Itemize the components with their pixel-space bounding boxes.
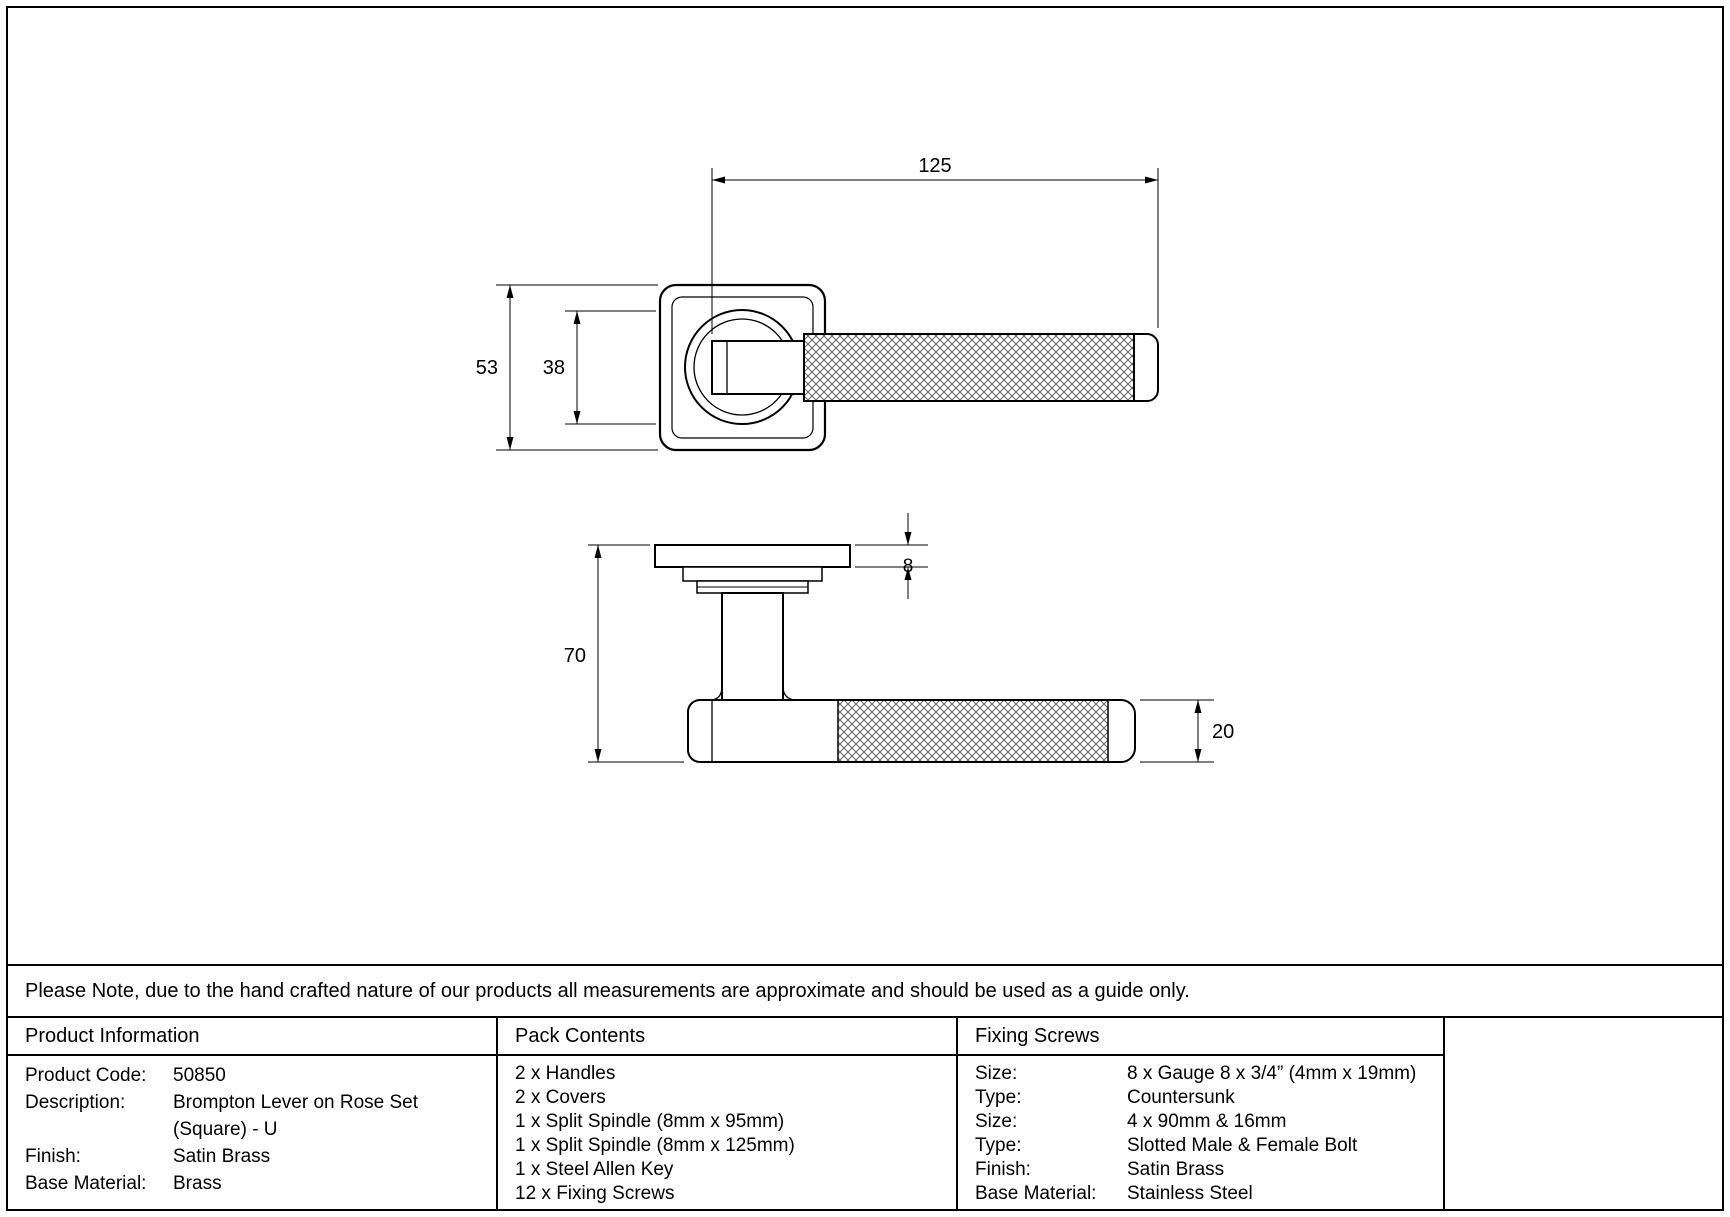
table-row: Base Material: Brass (25, 1170, 488, 1197)
table-row: Product Code: 50850 (25, 1062, 488, 1089)
list-item: 2 x Handles (515, 1063, 616, 1084)
lever-neck (711, 340, 805, 395)
lever-knurled-grip-side (838, 701, 1108, 761)
row-label: Type: (975, 1087, 1022, 1108)
rose-side-plate (654, 544, 851, 568)
fixing-screws-body: Size: 8 x Gauge 8 x 3/4” (4mm x 19mm) Ty… (958, 1056, 1443, 1206)
list-item: 2 x Covers (515, 1087, 606, 1108)
dimension-arrows (506, 176, 1202, 762)
row-value: 4 x 90mm & 16mm (1127, 1111, 1287, 1132)
table-row: Description: Brompton Lever on Rose Set … (25, 1089, 488, 1143)
table-row: Finish: Satin Brass (975, 1158, 1435, 1182)
table-column-pack-contents: Pack Contents 2 x Handles 2 x Covers 1 x… (498, 1018, 958, 1209)
row-label: Finish: (25, 1146, 81, 1167)
dim-lever-length-label: 125 (918, 155, 951, 177)
measurement-note: Please Note, due to the hand crafted nat… (8, 964, 1722, 1018)
product-information-body: Product Code: 50850 Description: Brompto… (8, 1056, 496, 1197)
product-information-header: Product Information (8, 1018, 496, 1056)
front-view (658, 283, 1159, 452)
row-value: 8 x Gauge 8 x 3/4” (4mm x 19mm) (1127, 1063, 1417, 1084)
dim-projection-label: 70 (564, 645, 586, 667)
lever-end-cap (1133, 333, 1159, 402)
dim-rose-inner-label: 38 (543, 357, 565, 379)
row-label: Type: (975, 1135, 1022, 1156)
row-label: Base Material: (25, 1173, 147, 1194)
dim-rose-size-label: 53 (476, 357, 498, 379)
list-item: 1 x Split Spindle (8mm x 95mm) (515, 1111, 785, 1132)
list-item: 1 x Steel Allen Key (515, 1159, 674, 1180)
technical-drawing: 125 53 38 8 70 20 (476, 155, 1234, 763)
row-label: Product Code: (25, 1065, 147, 1086)
dimension-lines (496, 168, 1214, 763)
row-value: Slotted Male & Female Bolt (1127, 1135, 1358, 1156)
row-value: Brass (173, 1173, 222, 1194)
row-value: 50850 (173, 1065, 226, 1086)
spec-table: Product Information Product Code: 50850 … (8, 1018, 1722, 1209)
row-label: Finish: (975, 1159, 1031, 1180)
table-row: Size: 8 x Gauge 8 x 3/4” (4mm x 19mm) (975, 1062, 1435, 1086)
table-column-fixing-screws: Fixing Screws Size: 8 x Gauge 8 x 3/4” (… (958, 1018, 1445, 1209)
row-label: Size: (975, 1111, 1018, 1132)
lever-neck-side (721, 592, 784, 704)
fixing-screws-header: Fixing Screws (958, 1018, 1443, 1056)
row-value: Countersunk (1127, 1087, 1235, 1108)
dim-lever-diameter-label: 20 (1212, 721, 1234, 743)
row-value: Brompton Lever on Rose Set (Square) - U (173, 1092, 419, 1140)
row-value: Satin Brass (173, 1146, 271, 1167)
table-row: Size: 4 x 90mm & 16mm (975, 1110, 1435, 1134)
row-value: Satin Brass (1127, 1159, 1225, 1180)
side-view (654, 544, 1136, 763)
table-column-empty (1445, 1018, 1722, 1209)
row-value: Stainless Steel (1127, 1183, 1253, 1204)
table-row: Base Material: Stainless Steel (975, 1182, 1435, 1206)
dim-rose-depth-label: 8 (903, 556, 914, 577)
row-label: Size: (975, 1063, 1018, 1084)
pack-contents-body: 2 x Handles 2 x Covers 1 x Split Spindle… (498, 1056, 956, 1206)
table-row: Type: Slotted Male & Female Bolt (975, 1134, 1435, 1158)
table-column-product-information: Product Information Product Code: 50850 … (8, 1018, 498, 1209)
list-item: 12 x Fixing Screws (515, 1183, 675, 1204)
pack-contents-header: Pack Contents (498, 1018, 956, 1056)
table-row: Type: Countersunk (975, 1086, 1435, 1110)
measurement-note-text: Please Note, due to the hand crafted nat… (25, 979, 1190, 1002)
row-label: Base Material: (975, 1183, 1097, 1204)
row-label: Description: (25, 1092, 126, 1113)
table-row: Finish: Satin Brass (25, 1143, 488, 1170)
lever-knurled-grip (803, 333, 1135, 402)
list-item: 1 x Split Spindle (8mm x 125mm) (515, 1135, 795, 1156)
